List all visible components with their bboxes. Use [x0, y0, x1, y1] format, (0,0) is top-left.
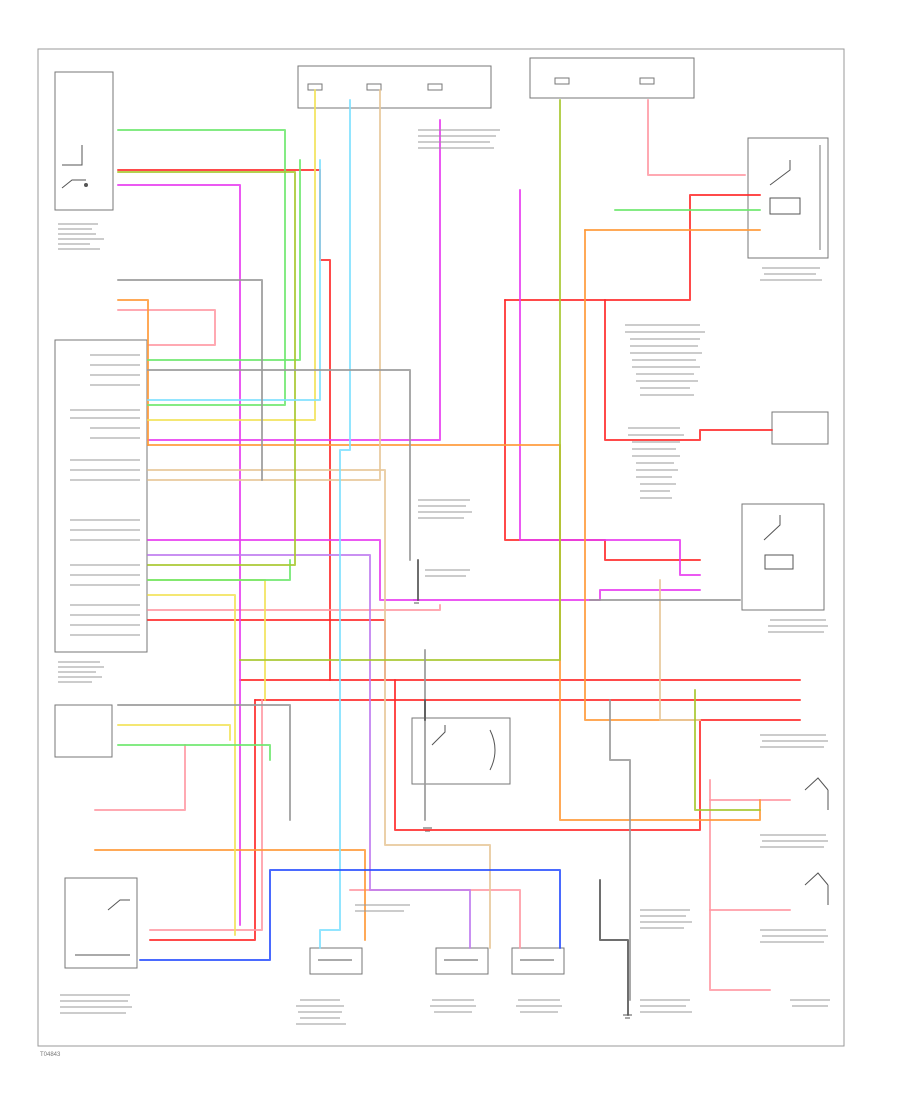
air-compressor-relay — [411, 717, 511, 785]
wire-gray — [117, 279, 741, 1001]
wire-tan — [147, 89, 701, 949]
wire-light-green — [117, 129, 761, 761]
solenoid-valve-left — [309, 947, 363, 975]
bottom-captions — [60, 994, 562, 1025]
suspension-switch-right-1 — [804, 777, 829, 810]
suspension-switch-caption — [58, 223, 104, 250]
wire-magenta — [117, 119, 701, 926]
control-module-caption — [58, 661, 104, 683]
air-suspension-switch — [54, 71, 114, 211]
front-height-sensor — [771, 411, 829, 445]
diagram-frame — [37, 48, 845, 1047]
fuse-panel — [297, 65, 492, 109]
wire-violet — [147, 554, 471, 949]
solenoid-valve-right — [511, 947, 565, 975]
wire-olive — [117, 99, 761, 811]
center-small-labels — [355, 129, 692, 1013]
compressor-motor — [64, 877, 138, 969]
figure-id: T04843 — [40, 1052, 61, 1058]
center-notes-block — [628, 427, 684, 499]
compressor-relay — [747, 137, 829, 259]
wire-pink — [94, 99, 791, 991]
right-notes-block — [625, 324, 705, 396]
power-distribution-box — [529, 57, 695, 99]
wire-light-blue — [147, 99, 351, 949]
module-pin-labels — [70, 354, 140, 636]
rear-height-sensor — [741, 503, 825, 611]
height-sensor-module — [54, 704, 113, 758]
suspension-control-module — [54, 339, 148, 653]
suspension-switch-right-2 — [804, 872, 829, 905]
wire-blue — [139, 869, 561, 961]
right-captions — [760, 267, 830, 1007]
wire-black — [417, 559, 629, 1016]
solenoid-valve-center — [435, 947, 489, 975]
